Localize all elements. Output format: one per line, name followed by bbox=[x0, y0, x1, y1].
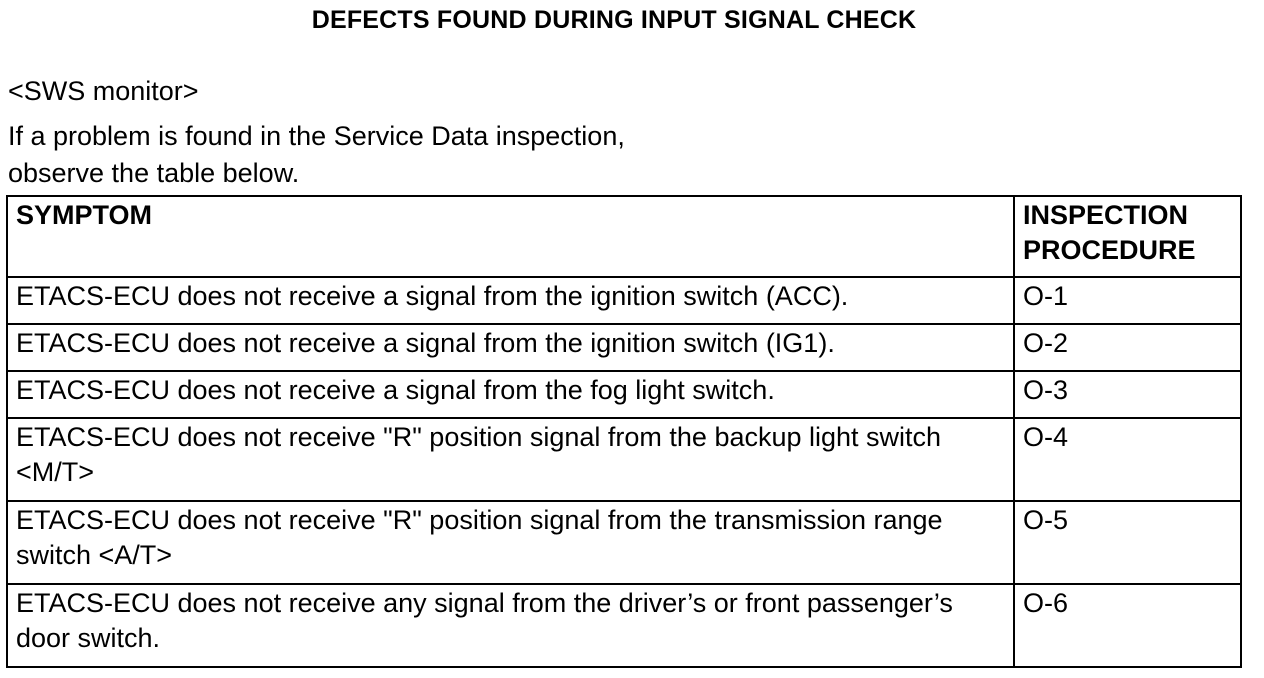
symptom-cell: ETACS-ECU does not receive "R" position … bbox=[6, 500, 1015, 585]
table-header-row: SYMPTOM INSPECTION PROCEDURE bbox=[6, 195, 1242, 278]
table-row: ETACS-ECU does not receive a signal from… bbox=[6, 276, 1242, 325]
section-label: <SWS monitor> bbox=[8, 76, 199, 106]
header-inspection-procedure: INSPECTION PROCEDURE bbox=[1013, 195, 1242, 278]
symptom-table: SYMPTOM INSPECTION PROCEDURE ETACS-ECU d… bbox=[6, 195, 1242, 668]
table-row: ETACS-ECU does not receive "R" position … bbox=[6, 500, 1242, 585]
table-row: ETACS-ECU does not receive any signal fr… bbox=[6, 583, 1242, 668]
intro-text: If a problem is found in the Service Dat… bbox=[8, 118, 908, 192]
procedure-cell: O-3 bbox=[1013, 370, 1242, 419]
header-procedure-line-2: PROCEDURE bbox=[1023, 235, 1196, 265]
procedure-cell: O-4 bbox=[1013, 417, 1242, 502]
procedure-cell: O-6 bbox=[1013, 583, 1242, 668]
table-row: ETACS-ECU does not receive "R" position … bbox=[6, 417, 1242, 502]
intro-line-1: If a problem is found in the Service Dat… bbox=[8, 121, 625, 151]
symptom-cell: ETACS-ECU does not receive a signal from… bbox=[6, 323, 1015, 372]
symptom-cell: ETACS-ECU does not receive "R" position … bbox=[6, 417, 1015, 502]
symptom-cell: ETACS-ECU does not receive a signal from… bbox=[6, 370, 1015, 419]
header-symptom: SYMPTOM bbox=[6, 195, 1015, 278]
symptom-cell: ETACS-ECU does not receive any signal fr… bbox=[6, 583, 1015, 668]
procedure-cell: O-1 bbox=[1013, 276, 1242, 325]
table-row: ETACS-ECU does not receive a signal from… bbox=[6, 370, 1242, 419]
procedure-cell: O-2 bbox=[1013, 323, 1242, 372]
symptom-cell: ETACS-ECU does not receive a signal from… bbox=[6, 276, 1015, 325]
intro-line-2: observe the table below. bbox=[8, 158, 300, 188]
header-procedure-line-1: INSPECTION bbox=[1023, 200, 1189, 230]
procedure-cell: O-5 bbox=[1013, 500, 1242, 585]
page-title: DEFECTS FOUND DURING INPUT SIGNAL CHECK bbox=[311, 6, 917, 34]
table-row: ETACS-ECU does not receive a signal from… bbox=[6, 323, 1242, 372]
